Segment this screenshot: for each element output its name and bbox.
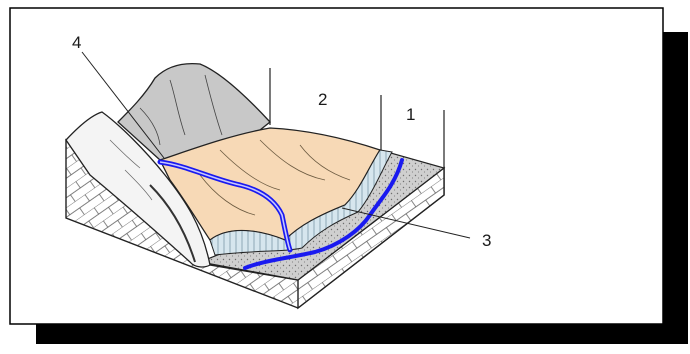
label-4: 4	[72, 33, 81, 52]
label-2: 2	[318, 90, 327, 109]
label-3: 3	[482, 231, 491, 250]
label-1: 1	[406, 105, 415, 124]
